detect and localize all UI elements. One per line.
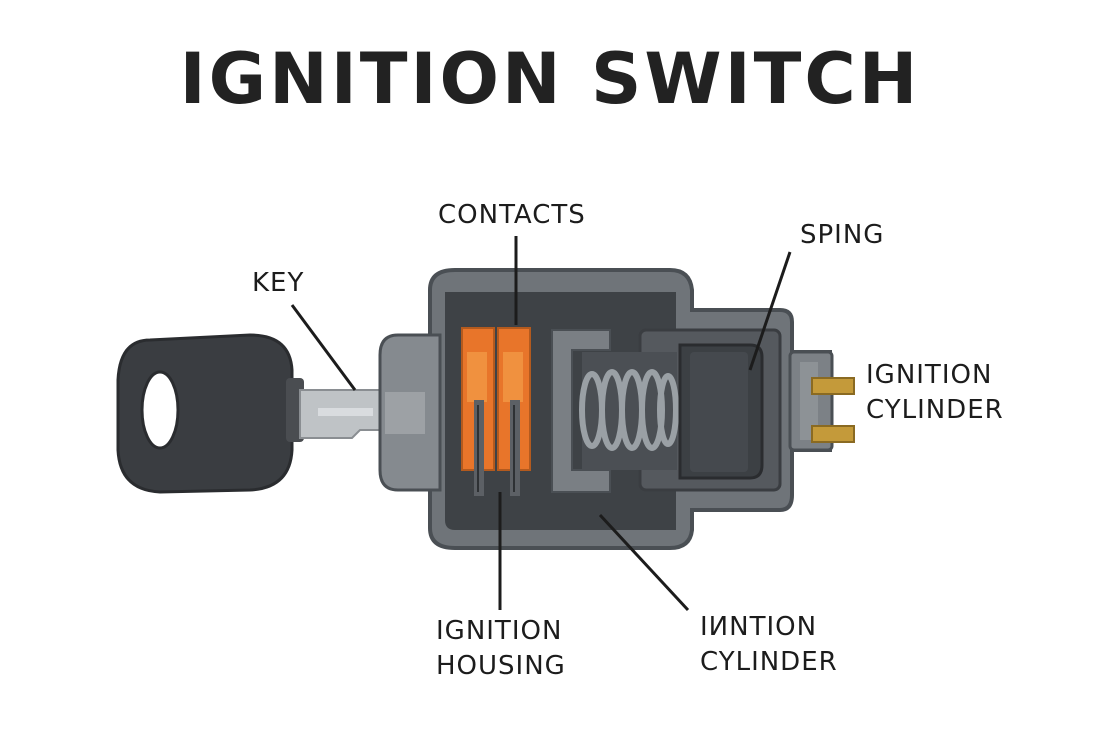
leader-key — [290, 304, 357, 391]
spring — [579, 369, 679, 451]
leader-cylinder-bottom — [598, 513, 690, 612]
spring-assembly — [551, 329, 764, 493]
label-contacts: CONTACTS — [438, 200, 586, 230]
label-ignition-cylinder-right: IGNITION CYLINDER — [866, 358, 1004, 428]
terminals — [811, 377, 855, 443]
label-line: IGNITION — [866, 360, 993, 390]
label-line: IGNITION — [436, 616, 563, 646]
label-ignition-cylinder-bottom: IИNTION CYLINDER — [700, 610, 838, 680]
label-line: IИNTION — [700, 612, 818, 642]
label-ignition-housing: IGNITION HOUSING — [436, 614, 566, 684]
key-hole — [140, 370, 180, 450]
label-line: CYLINDER — [700, 647, 838, 677]
label-spring: SPING — [800, 220, 885, 250]
label-key: KEY — [252, 268, 305, 298]
diagram-title: IGNITION SWITCH — [179, 38, 921, 120]
key — [116, 333, 386, 494]
plunger — [551, 329, 611, 493]
contacts — [461, 327, 531, 496]
label-line: HOUSING — [436, 651, 566, 681]
leader-lines — [290, 236, 792, 612]
label-line: CYLINDER — [866, 395, 1004, 425]
leader-spring — [748, 251, 792, 371]
